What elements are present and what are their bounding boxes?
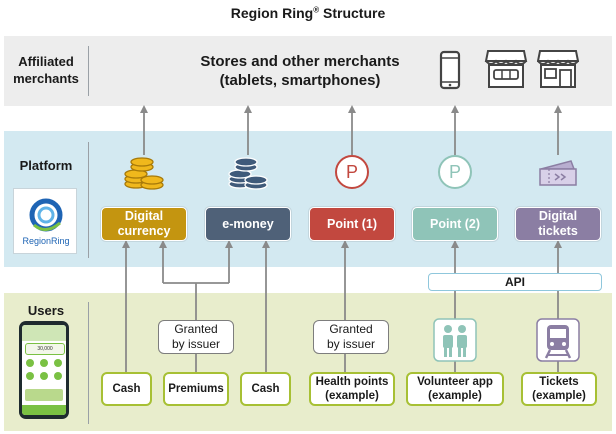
app-phone-mockup: 30,000 [19,321,69,419]
digital-currency-line2: currency [117,224,171,238]
platform-point-1: Point (1) [309,207,395,241]
logo-text: RegionRing [22,236,70,246]
cash2-label: Cash [251,383,280,395]
point-red-icon: P [335,155,369,189]
gold-coins-icon [124,157,164,190]
volunteer-line1: Volunteer app [417,376,493,388]
cash1-label: Cash [112,383,141,395]
premiums-label: Premiums [168,383,224,395]
digital-tickets-line2: tickets [538,224,578,238]
title-suffix: Structure [319,5,386,21]
granted2-line1: Granted [329,322,373,336]
title-registered-mark: ® [313,5,320,15]
merchants-line1: Stores and other merchants [200,53,400,70]
region-ring-logo: RegionRing [13,188,77,254]
platform-point-2: Point (2) [412,207,498,241]
blue-coins-icon [228,157,268,190]
merchants-description: Stores and other merchants (tablets, sma… [150,52,450,90]
digital-tickets-line1: Digital [538,209,578,223]
platform-emoney: e-money [205,207,291,241]
train-icon [536,318,580,362]
api-label: API [504,275,525,289]
volunteers-icon [433,318,477,362]
app-menu-icons [26,359,62,383]
app-banner [25,389,63,401]
tickets-line1: Tickets [539,376,579,388]
ring-logo-icon [29,198,63,232]
user-health-points: Health points (example) [309,372,395,406]
platform-band-label: Platform [19,158,73,173]
merchants-label-line2: merchants [13,71,79,86]
volunteer-line2: (example) [428,390,482,402]
store-icon [484,50,528,88]
user-tickets: Tickets (example) [521,372,597,406]
users-band-label: Users [27,303,65,318]
diagram-title: Region Ring® Structure [0,5,616,21]
granted1-line2: by issuer [171,337,221,351]
platform-band [4,131,612,267]
tickets-line2: (example) [532,390,586,402]
platform-divider [88,142,89,258]
merchants-band-label: Affiliated merchants [4,53,88,87]
users-band [4,293,612,431]
app-phone-screen: 30,000 [22,325,66,415]
granted1-line1: Granted [174,322,218,336]
granted2-line2: by issuer [326,337,376,351]
users-divider [88,302,89,424]
health-line2: (example) [325,390,379,402]
user-volunteer-app: Volunteer app (example) [406,372,504,406]
user-cash-2: Cash [240,372,291,406]
shop-icon [537,50,579,88]
user-premiums: Premiums [163,372,229,406]
user-cash-1: Cash [101,372,152,406]
api-bar: API [428,273,602,291]
point-green-icon: P [438,155,472,189]
merchants-line2: (tablets, smartphones) [219,72,381,89]
point1-label: Point (1) [327,216,377,231]
app-balance-card: 30,000 [25,343,65,355]
app-header [22,325,66,341]
title-text: Region Ring [230,5,314,21]
point2-label: Point (2) [430,216,480,231]
app-footer [22,405,66,415]
merchants-divider [88,46,89,96]
digital-currency-line1: Digital [124,209,164,223]
point-red-symbol: P [345,161,358,182]
emoney-label: e-money [222,216,274,231]
health-line1: Health points [315,376,389,388]
ticket-icon [539,160,577,186]
merchants-label-line1: Affiliated [18,54,74,69]
smartphone-icon [439,50,461,90]
point-green-symbol: P [448,161,461,182]
app-balance: 30,000 [37,346,53,352]
